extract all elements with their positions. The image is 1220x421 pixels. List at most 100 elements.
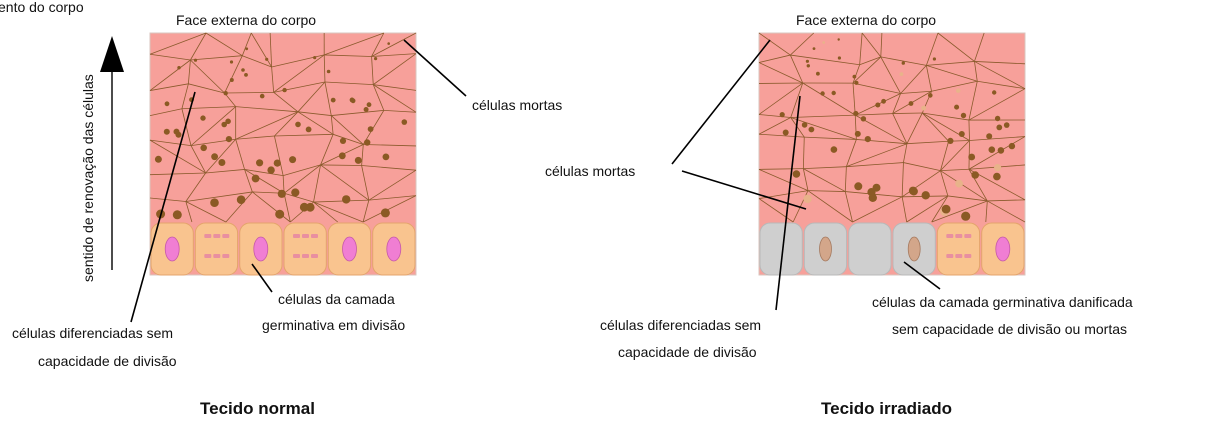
cell-nucleus [816,72,820,76]
cell-nucleus [306,203,315,212]
cell-nucleus [865,136,871,142]
left-panel-title: Tecido normal [200,399,315,418]
cell-nucleus [961,212,970,221]
cell-nucleus [855,81,859,85]
cell-nucleus [339,152,346,159]
cell-nucleus [875,103,880,108]
right-surface-label: Face externa do corpo [796,12,936,28]
cell-nucleus [806,60,809,63]
cell-nucleus [274,160,281,167]
cell-nucleus [783,130,789,136]
cell-nucleus [838,56,841,59]
cell-nucleus [861,116,866,121]
cell-nucleus [807,64,810,67]
cell-nucleus [910,187,918,195]
irradiated-tissue-block [759,33,1025,275]
cell-nucleus [289,156,296,163]
cell-nucleus [813,47,816,50]
cell-nucleus [282,88,286,92]
chromosome [311,254,318,258]
cell-nucleus [252,175,260,183]
dividing-nucleus [343,237,357,261]
renewal-axis-label: sentido de renovação das células [80,74,96,282]
cell-nucleus [928,93,933,98]
cell-nucleus [211,153,218,160]
cell-nucleus [174,129,180,135]
cell-nucleus [291,188,299,196]
cell-nucleus [989,146,996,153]
cell-nucleus [155,156,162,163]
cell-nucleus [295,122,301,128]
cell-nucleus [173,210,182,219]
cell-nucleus [822,41,825,44]
germinative-cell [937,223,979,275]
cell-nucleus [994,164,1001,171]
cell-nucleus [909,101,914,106]
cell-nucleus [218,159,225,166]
cell-nucleus [998,147,1005,154]
cell-nucleus [802,122,808,128]
cell-nucleus [387,42,390,45]
right-panel-title: Tecido irradiado [821,399,952,418]
germinative-cell [195,223,237,275]
cell-nucleus [194,59,197,62]
cell-nucleus [340,138,346,144]
cell-nucleus [793,170,801,178]
cell-nucleus [853,75,857,79]
chromosome [946,234,953,238]
left-differentiated-label-1: células diferenciadas sem [12,325,173,341]
cell-nucleus [200,115,205,120]
cell-nucleus [355,157,362,164]
chromosome [955,234,962,238]
cell-nucleus [381,208,390,217]
cell-nucleus [241,68,245,72]
cell-nucleus [831,146,838,153]
chromosome [955,254,962,258]
cell-nucleus [230,78,234,82]
cell-nucleus [992,90,996,94]
left-germinative-label-2: germinativa em divisão [262,317,405,333]
dividing-nucleus [254,237,268,261]
cell-nucleus [350,98,355,103]
chromosome [302,234,309,238]
chromosome [293,254,300,258]
cell-nucleus [986,133,992,139]
damaged-nucleus [820,237,832,261]
right-damaged-label-2: sem capacidade de divisão ou mortas [892,321,1127,337]
cell-nucleus [265,58,268,61]
cell-nucleus [961,113,966,118]
left-differentiated-label-2: capacidade de divisão [38,353,177,369]
cell-nucleus [855,131,861,137]
chromosome [302,254,309,258]
cell-nucleus [820,91,824,95]
chromosome [964,234,971,238]
chromosome [964,254,971,258]
cell-nucleus [367,102,372,107]
cell-nucleus [225,119,231,125]
cell-nucleus [402,119,408,125]
cell-nucleus [200,145,207,152]
cell-nucleus [164,129,170,135]
cell-nucleus [331,98,336,103]
cell-nucleus [230,60,233,63]
chromosome [213,234,220,238]
right-dead-cells-label: células mortas [545,163,635,179]
cell-nucleus [210,198,219,207]
cell-nucleus [374,57,377,60]
cell-nucleus [327,70,331,74]
cell-nucleus [947,138,953,144]
dividing-nucleus [996,237,1010,261]
renewal-arrow [100,36,124,270]
cell-nucleus [955,180,963,188]
cell-nucleus [177,66,180,69]
cell-nucleus [942,205,951,214]
dividing-nucleus [165,237,179,261]
right-damaged-label-1: células da camada germinativa danificada [872,294,1133,310]
top-left-caption: ento do corpo [0,0,84,15]
cell-nucleus [922,191,930,199]
left-dead-cells-label: células mortas [472,97,562,113]
chromosome [311,234,318,238]
germinative-cell [849,223,891,275]
left-germinative-label-1: células da camada [278,291,395,307]
cell-nucleus [838,38,840,40]
